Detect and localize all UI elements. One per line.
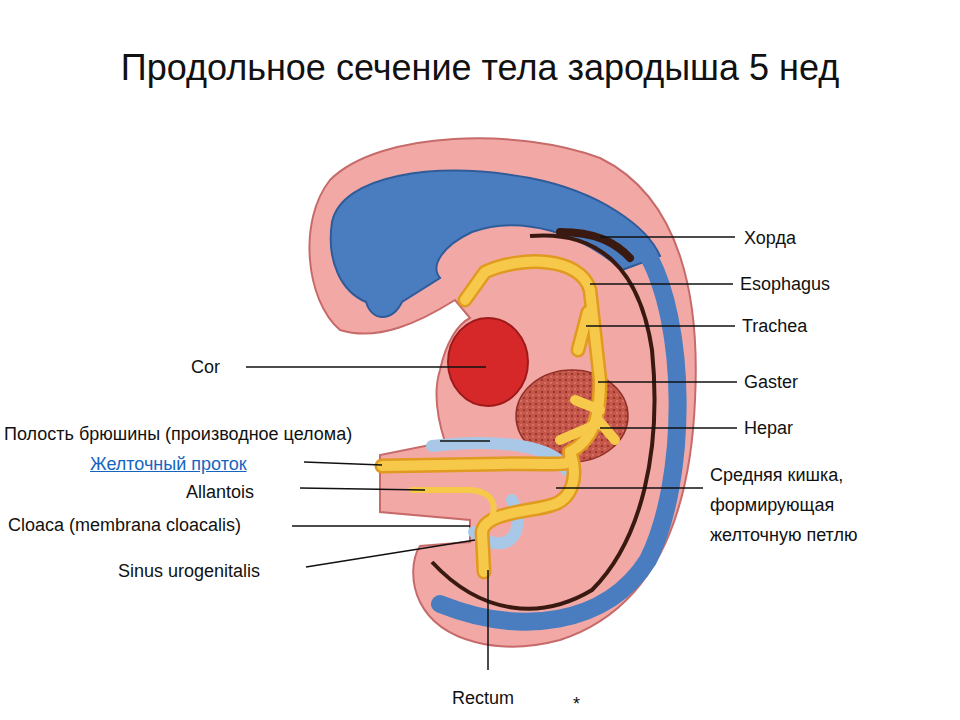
- part-label: Sinus urogenitalis: [118, 559, 260, 583]
- notochord-head: [560, 232, 630, 258]
- part-label: Средняя кишка, формирующая желточную пет…: [710, 460, 900, 550]
- body-outline: [309, 138, 695, 646]
- part-label: *: [573, 692, 580, 716]
- diagram-title: Продольное сечение тела зародыша 5 нед: [0, 46, 960, 90]
- part-label: Esophagus: [740, 272, 830, 296]
- part-label: Хорда: [744, 226, 796, 250]
- part-label: Hepar: [744, 416, 793, 440]
- heart: [448, 318, 528, 406]
- part-label: Rectum: [452, 686, 514, 710]
- brain: [331, 171, 660, 317]
- part-label: Cor: [191, 355, 220, 379]
- leader-lines: [246, 237, 737, 670]
- part-label: Желточный проток: [90, 452, 247, 476]
- notochord: [432, 235, 655, 608]
- part-label: Trachea: [742, 314, 807, 338]
- allantois: [412, 490, 494, 526]
- part-label: Gaster: [744, 370, 798, 394]
- part-label: Cloaca (membrana cloacalis): [8, 513, 241, 537]
- part-label: Allantois: [186, 480, 254, 504]
- part-label: Полость брюшины (производное целома): [4, 422, 352, 446]
